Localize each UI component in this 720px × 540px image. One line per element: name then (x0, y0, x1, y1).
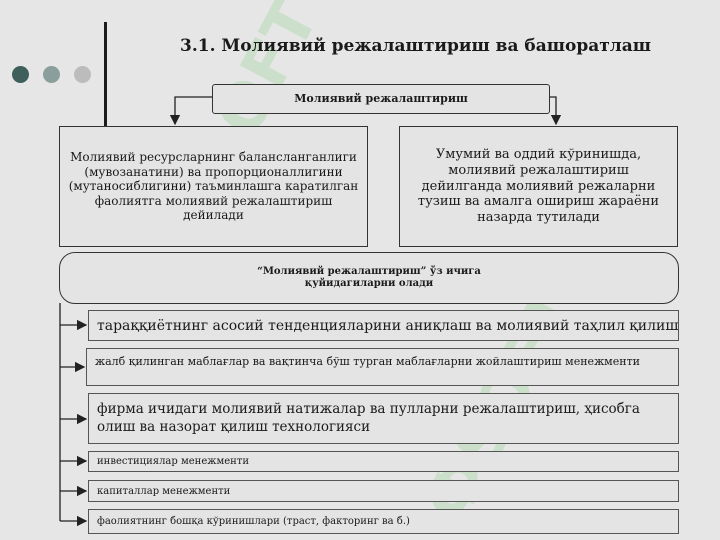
definition-left-box: Молиявий ресурсларнинг балансланганлиги … (59, 126, 368, 247)
definition-right-box: Умумий ва оддий кўринишда, молиявий режа… (399, 126, 678, 247)
list-item-4: инвестициялар менежменти (88, 451, 679, 472)
list-item-3: фирма ичидаги молиявий натижалар ва пулл… (88, 393, 679, 444)
definition-left-text: Молиявий ресурсларнинг балансланганлиги … (68, 149, 359, 223)
list-item-text: фаолиятнинг бошқа кўринишлари (траст, фа… (97, 516, 410, 527)
list-item-text: инвестициялар менежменти (97, 456, 250, 467)
definition-right-text: Умумий ва оддий кўринишда, молиявий режа… (417, 146, 660, 226)
divider-line (104, 22, 107, 130)
list-item-1: тараққиётнинг асосий тенденцияларини ани… (88, 310, 679, 341)
list-item-text: тараққиётнинг асосий тенденцияларини ани… (97, 317, 679, 334)
list-item-text: жалб қилинган маблағлар ва вақтинча бўш … (95, 355, 640, 368)
list-item-6: фаолиятнинг бошқа кўринишлари (траст, фа… (88, 509, 679, 534)
list-item-5: капиталлар менежменти (88, 480, 679, 502)
decor-dot-3 (74, 66, 91, 83)
page-title: 3.1. Молиявий режалаштириш ва башоратлаш (180, 36, 652, 56)
list-item-2: жалб қилинган маблағлар ва вақтинча бўш … (86, 348, 679, 386)
scope-header-text: “Молиявий режалаштириш” ўз ичига қуйидаг… (257, 265, 481, 289)
decor-dot-2 (43, 66, 60, 83)
list-item-text: капиталлар менежменти (97, 485, 231, 497)
top-node-label: Молиявий режалаштириш (294, 92, 468, 106)
top-node: Молиявий режалаштириш (212, 84, 550, 114)
scope-header-box: “Молиявий режалаштириш” ўз ичига қуйидаг… (59, 252, 679, 304)
list-item-text: фирма ичидаги молиявий натижалар ва пулл… (97, 400, 640, 435)
decor-dot-1 (12, 66, 29, 83)
